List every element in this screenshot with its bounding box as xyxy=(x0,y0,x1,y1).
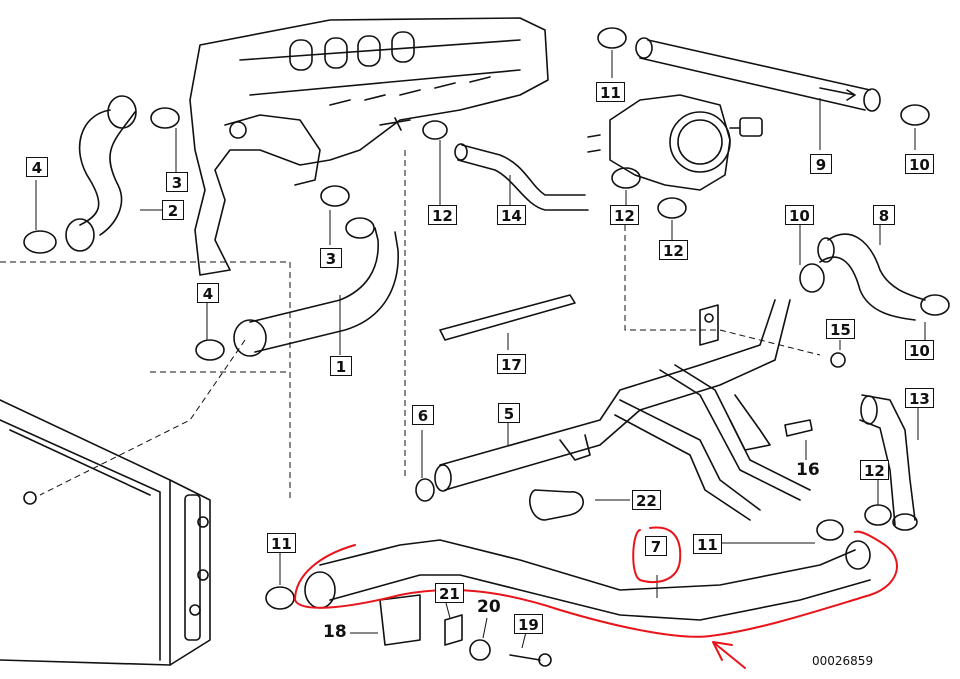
callout-7[interactable]: 7 xyxy=(645,536,667,556)
callout-18[interactable]: 18 xyxy=(323,622,347,642)
hose-8-drawing xyxy=(817,233,926,321)
callout-11a[interactable]: 11 xyxy=(596,82,625,102)
red-arrow-icon xyxy=(712,641,746,669)
hose-7-drawing xyxy=(304,539,871,621)
callout-17[interactable]: 17 xyxy=(497,354,526,374)
callout-20[interactable]: 20 xyxy=(477,597,501,617)
callout-4a[interactable]: 4 xyxy=(26,157,48,177)
red-hose-outline xyxy=(293,530,898,638)
callout-10b[interactable]: 10 xyxy=(785,205,814,225)
callout-13[interactable]: 13 xyxy=(905,388,934,408)
callout-21[interactable]: 21 xyxy=(435,583,464,603)
callout-8[interactable]: 8 xyxy=(873,205,895,225)
callout-12d[interactable]: 12 xyxy=(860,460,889,480)
red-circle-callout-7 xyxy=(632,526,682,584)
callout-11b[interactable]: 11 xyxy=(693,534,722,554)
throttle-body-drawing xyxy=(587,94,763,191)
callout-19[interactable]: 19 xyxy=(514,614,543,634)
callout-10c[interactable]: 10 xyxy=(905,340,934,360)
pipe-5-drawing xyxy=(434,299,918,531)
callout-15[interactable]: 15 xyxy=(826,319,855,339)
callout-1[interactable]: 1 xyxy=(330,356,352,376)
engine-block-drawing xyxy=(189,17,549,276)
hose-14-drawing xyxy=(454,143,589,211)
callout-12a[interactable]: 12 xyxy=(428,205,457,225)
callout-6[interactable]: 6 xyxy=(412,405,434,425)
callout-9[interactable]: 9 xyxy=(810,154,832,174)
red-annotations xyxy=(293,526,898,669)
hose-9-drawing xyxy=(635,37,881,112)
radiator-drawing xyxy=(0,399,211,666)
callout-12c[interactable]: 12 xyxy=(659,240,688,260)
callout-12b[interactable]: 12 xyxy=(610,205,639,225)
callout-3a[interactable]: 3 xyxy=(166,172,188,192)
dashed-leader-lines xyxy=(0,150,821,500)
callout-4b[interactable]: 4 xyxy=(197,283,219,303)
callout-14[interactable]: 14 xyxy=(497,205,526,225)
hose-2-drawing xyxy=(65,95,137,252)
callout-10a[interactable]: 10 xyxy=(905,154,934,174)
callout-16[interactable]: 16 xyxy=(796,460,820,480)
hose-1-drawing xyxy=(233,217,399,357)
callout-22[interactable]: 22 xyxy=(632,490,661,510)
solid-leader-lines xyxy=(35,50,926,649)
hose-clamps xyxy=(23,27,950,667)
document-number: 00026859 xyxy=(812,654,874,668)
callout-5[interactable]: 5 xyxy=(498,403,520,423)
callout-2[interactable]: 2 xyxy=(162,200,184,220)
callout-3b[interactable]: 3 xyxy=(320,248,342,268)
callout-11c[interactable]: 11 xyxy=(267,533,296,553)
cable-tie-17-drawing xyxy=(439,294,576,341)
